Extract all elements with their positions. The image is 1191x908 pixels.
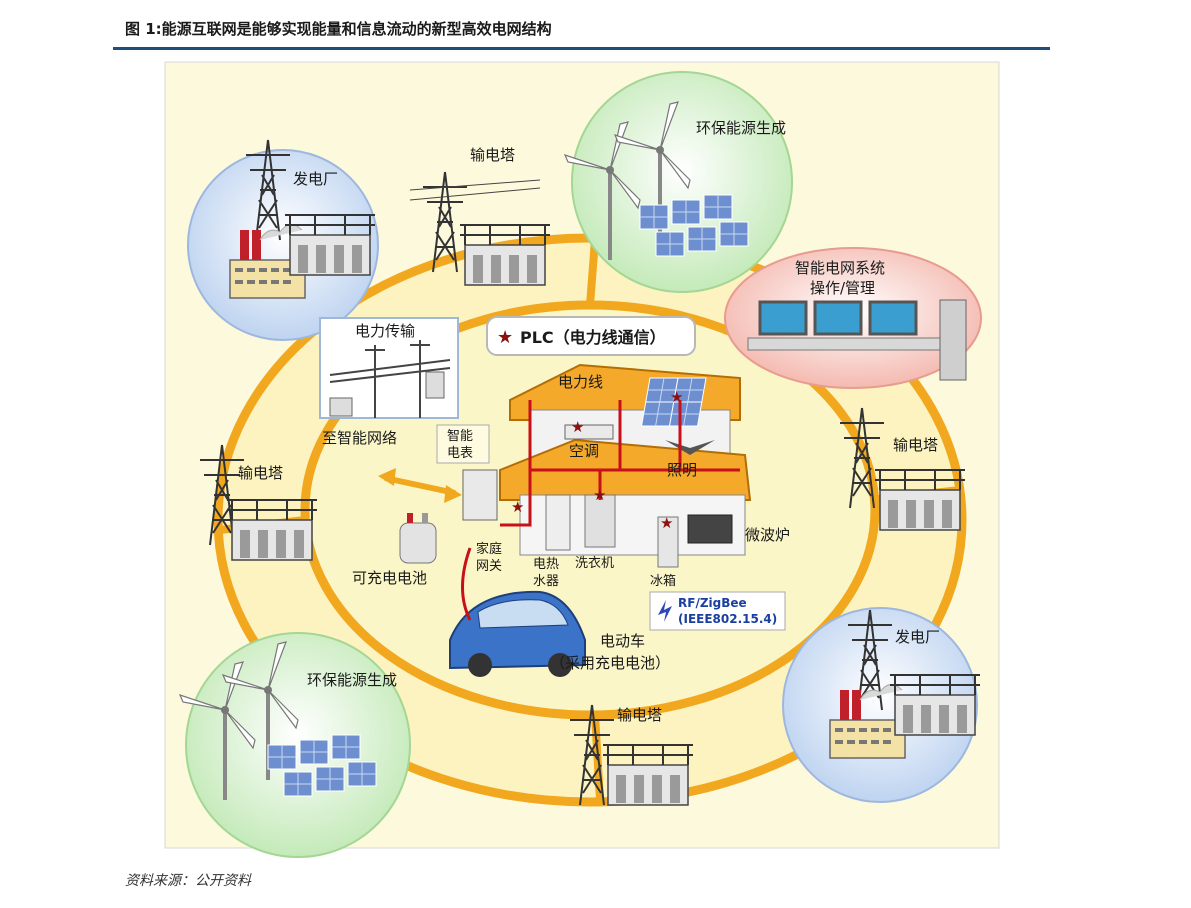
smart-grid-label-1: 智能电网系统 <box>795 259 885 277</box>
plc-node-washer-icon: ★ <box>593 486 606 504</box>
transmission-label: 电力传输 <box>355 322 415 340</box>
tower-top-label: 输电塔 <box>470 146 515 164</box>
rf-label-2: (IEEE802.15.4) <box>678 612 777 626</box>
ev-label-2: （采用充电电池） <box>550 654 670 672</box>
green-bottom-bubble <box>185 632 411 858</box>
plc-node-ac-icon: ★ <box>571 418 584 436</box>
figure-title: 图 1:能源互联网是能够实现能量和信息流动的新型高效电网结构 <box>125 20 552 38</box>
plc-node-solar-icon: ★ <box>670 388 683 406</box>
smart-grid-label-2: 操作/管理 <box>810 279 875 297</box>
plc-callout <box>486 316 696 356</box>
water-heater-label-2: 水器 <box>533 574 559 589</box>
lighting-label: 照明 <box>667 461 697 479</box>
water-heater-label-1: 电热 <box>533 557 559 572</box>
green-bottom-label: 环保能源生成 <box>307 671 397 689</box>
smart-meter-label-1: 智能 <box>447 429 473 444</box>
fridge-label: 冰箱 <box>650 573 676 589</box>
rechargeable-battery <box>399 513 437 564</box>
source-note: 资料来源：公开资料 <box>125 873 251 889</box>
smart-meter <box>462 469 498 521</box>
tower-left-label: 输电塔 <box>238 464 283 482</box>
ev-label-1: 电动车 <box>600 632 645 650</box>
tower-bottom-label: 输电塔 <box>617 706 662 724</box>
plc-node-fridge-icon: ★ <box>660 514 673 532</box>
power-line-label: 电力线 <box>558 373 603 391</box>
plc-star-icon: ★ <box>497 327 513 348</box>
green-top-bubble <box>571 71 793 293</box>
home-gateway-label-1: 家庭 <box>476 541 502 557</box>
rf-label-1: RF/ZigBee <box>678 596 747 610</box>
power-plant-bottom-label: 发电厂 <box>895 628 940 646</box>
rf-callout <box>649 591 786 631</box>
washer-label: 洗衣机 <box>575 555 614 571</box>
green-top-label: 环保能源生成 <box>696 119 786 137</box>
plc-label: PLC（电力线通信） <box>520 328 666 347</box>
smart-meter-callout <box>436 424 490 464</box>
tower-right-label: 输电塔 <box>893 436 938 454</box>
plc-node-gateway-icon: ★ <box>511 498 524 516</box>
title-rule <box>113 47 1050 50</box>
to-smart-network-label: 至智能网络 <box>322 429 397 447</box>
battery-label: 可充电电池 <box>352 569 427 587</box>
power-plant-top-label: 发电厂 <box>293 170 338 188</box>
electric-car <box>449 547 586 677</box>
smart-house: ★ ★ ★ ★ ★ 电力线 空调 照明 <box>499 363 752 568</box>
microwave-label: 微波炉 <box>745 526 790 544</box>
ac-label: 空调 <box>569 442 599 460</box>
bidirectional-arrow <box>384 475 456 496</box>
rf-signal-icon <box>658 600 672 622</box>
smart-meter-label-2: 电表 <box>447 446 473 461</box>
home-gateway-label-2: 网关 <box>476 559 502 574</box>
